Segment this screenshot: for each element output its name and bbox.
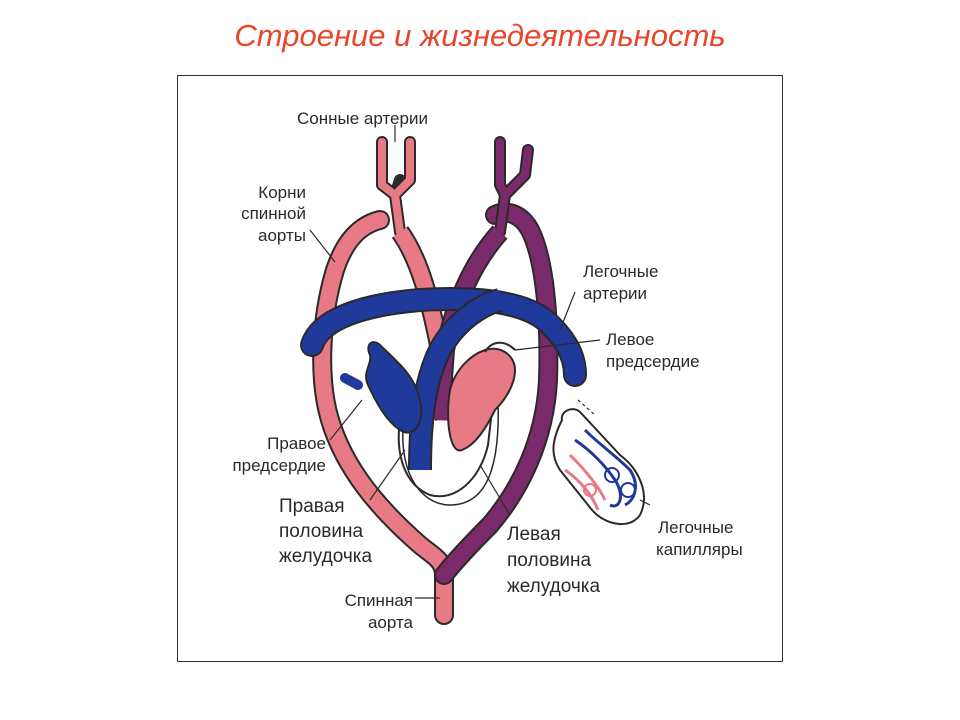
label-left-ventricle-half-line3: желудочка bbox=[507, 576, 600, 597]
label-dorsal-aorta-roots-line2: спинной bbox=[241, 204, 306, 223]
label-dorsal-aorta-roots-line1: Корни bbox=[258, 183, 306, 202]
left-atrium-shape bbox=[447, 341, 517, 452]
label-left-ventricle-half-line2: половина bbox=[507, 550, 592, 571]
label-right-ventricle-half-line3: желудочка bbox=[279, 546, 372, 567]
label-left-ventricle-half-line1: Левая bbox=[507, 524, 561, 545]
label-right-atrium: Правое предсердие bbox=[232, 434, 326, 475]
slide-title: Строение и жизнедеятельность bbox=[234, 18, 726, 53]
label-right-ventricle-half: Правая половина желудочка bbox=[279, 496, 372, 567]
carotid-arteries-vessel bbox=[376, 136, 534, 238]
label-left-ventricle-half: Левая половина желудочка bbox=[507, 524, 600, 597]
label-pulmonary-arteries-line1: Легочные bbox=[583, 262, 658, 281]
label-right-atrium-line2: предсердие bbox=[232, 456, 326, 475]
label-pulmonary-capillaries-line1: Легочные bbox=[658, 518, 733, 537]
pulmonary-capillaries-shape bbox=[552, 408, 645, 525]
label-right-ventricle-half-line2: половина bbox=[279, 521, 364, 542]
label-dorsal-aorta-roots: Корни спинной аорты bbox=[241, 183, 306, 245]
label-pulmonary-capillaries: Легочные капилляры bbox=[656, 518, 743, 559]
label-pulmonary-arteries-line2: артерии bbox=[583, 284, 647, 303]
label-carotid-arteries: Сонные артерии bbox=[297, 109, 428, 128]
label-pulmonary-capillaries-line2: капилляры bbox=[656, 540, 743, 559]
label-dorsal-aorta: Спинная аорта bbox=[345, 591, 414, 632]
right-atrium-shape bbox=[340, 341, 423, 434]
label-right-ventricle-half-line1: Правая bbox=[279, 496, 345, 517]
label-left-atrium-line1: Левое bbox=[606, 330, 654, 349]
label-left-atrium-line2: предсердие bbox=[606, 352, 700, 371]
label-dorsal-aorta-line2: аорта bbox=[368, 613, 414, 632]
label-dorsal-aorta-roots-line3: аорты bbox=[258, 226, 306, 245]
label-pulmonary-arteries: Легочные артерии bbox=[583, 262, 658, 303]
pulmonary-artery-vessel bbox=[300, 287, 587, 471]
label-dorsal-aorta-line1: Спинная bbox=[345, 591, 413, 610]
label-right-atrium-line1: Правое bbox=[267, 434, 326, 453]
label-left-atrium: Левое предсердие bbox=[606, 330, 700, 371]
dorsal-aorta-vessel bbox=[312, 202, 559, 625]
leader-lines bbox=[309, 125, 651, 599]
